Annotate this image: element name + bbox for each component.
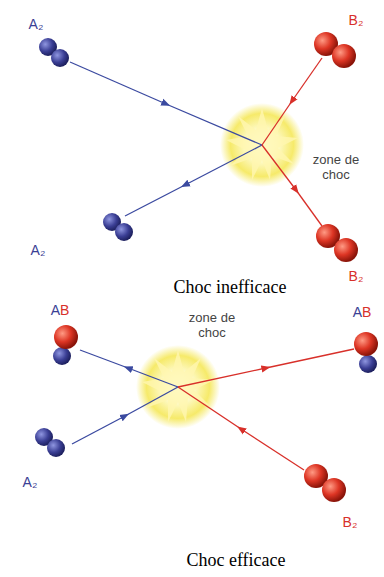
caption: Choc efficace bbox=[186, 550, 285, 571]
molecule-label: A₂ bbox=[23, 474, 38, 490]
molecules bbox=[39, 32, 358, 262]
trajectories bbox=[72, 349, 354, 470]
zone-label: zone de choc bbox=[310, 153, 362, 183]
molecule-label: A₂ bbox=[29, 16, 44, 32]
caption: Choc inefficace bbox=[173, 277, 286, 298]
trajectories bbox=[70, 58, 322, 226]
molecules bbox=[35, 325, 378, 502]
molecule-label: AB bbox=[51, 302, 70, 318]
zone-label: zone de choc bbox=[186, 311, 238, 341]
molecule-label: A₂ bbox=[31, 242, 46, 258]
molecule-label: B₂ bbox=[343, 514, 358, 530]
molecule-label: B₂ bbox=[349, 268, 364, 284]
molecule-label: AB bbox=[353, 304, 372, 320]
molecule-label: B₂ bbox=[349, 12, 364, 28]
